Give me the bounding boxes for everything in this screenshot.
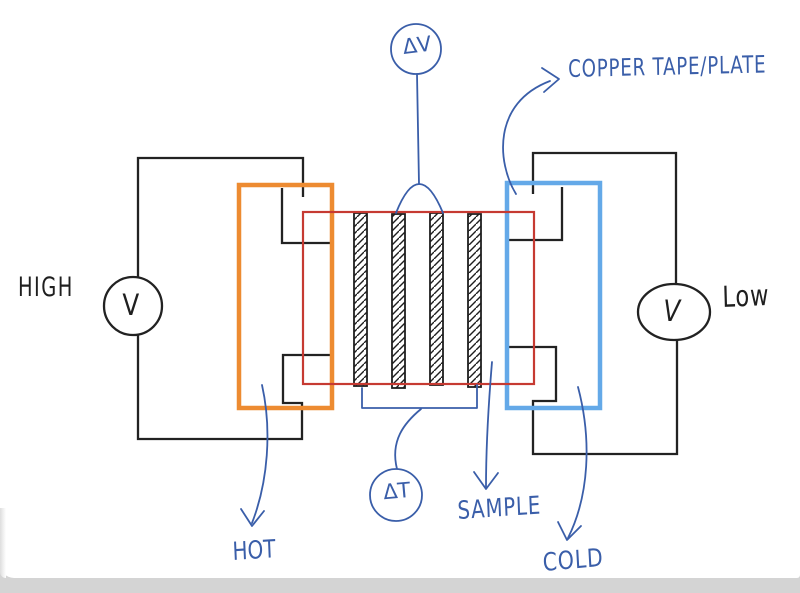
drawing-page: HIGH Low COPPER TAPE/PLATE HOT SAMPLE CO…: [0, 0, 800, 578]
sample-arrowhead: [473, 471, 499, 490]
low-side-label: Low: [721, 277, 770, 314]
diagram-artwork: [102, 23, 712, 541]
delta-t-label: ΔT: [382, 477, 412, 505]
sample-bar: [353, 212, 368, 387]
right-circuit-top-wire: [531, 151, 678, 284]
delta-v-lead-line: [416, 73, 420, 185]
delta-t-bubble: [369, 468, 423, 522]
hot-arrowhead: [240, 508, 265, 527]
cold-label: COLD: [541, 542, 605, 577]
black-circuit: [102, 151, 712, 456]
delta-v-bubble: [390, 23, 442, 75]
blue-annotations: [240, 23, 588, 541]
sample-label: SAMPLE: [456, 490, 542, 525]
high-side-label: HIGH: [18, 272, 74, 303]
cold-arrow-curve: [567, 386, 588, 539]
right-top-contact-probe: [509, 187, 564, 242]
sample-bar: [467, 213, 482, 388]
hot-arrow-curve: [251, 384, 269, 524]
cold-plate-rect: [504, 180, 603, 411]
right-circuit-bottom-wire: [509, 341, 679, 456]
cold-arrowhead: [557, 521, 582, 541]
hot-plate-rect: [236, 182, 335, 411]
delta-t-lead-curve: [394, 408, 422, 470]
sample-arrow-line: [485, 361, 493, 488]
voltmeter-left-label: V: [122, 288, 140, 322]
copper-tape-label: COPPER TAPE/PLATE: [567, 50, 767, 83]
voltmeter-right-label: V: [663, 294, 681, 328]
left-top-contact-probe: [280, 188, 330, 245]
sample-bar: [429, 212, 444, 386]
left-circuit-top-wire: [136, 156, 305, 277]
page-left-edge-shade: [0, 508, 6, 578]
copper-arrowhead: [541, 67, 560, 93]
delta-t-bracket: [361, 384, 478, 409]
delta-v-arch-clip: [395, 183, 444, 214]
hot-label: HOT: [231, 534, 277, 566]
voltmeter-left-circle: [102, 275, 164, 337]
copper-arrow-curve: [502, 80, 551, 195]
sample-frame-rect: [301, 210, 536, 386]
voltmeter-right-circle: [636, 282, 712, 342]
sample-bars: [353, 212, 482, 389]
sample-bar: [391, 213, 406, 389]
left-circuit-bottom-wire: [136, 335, 332, 441]
